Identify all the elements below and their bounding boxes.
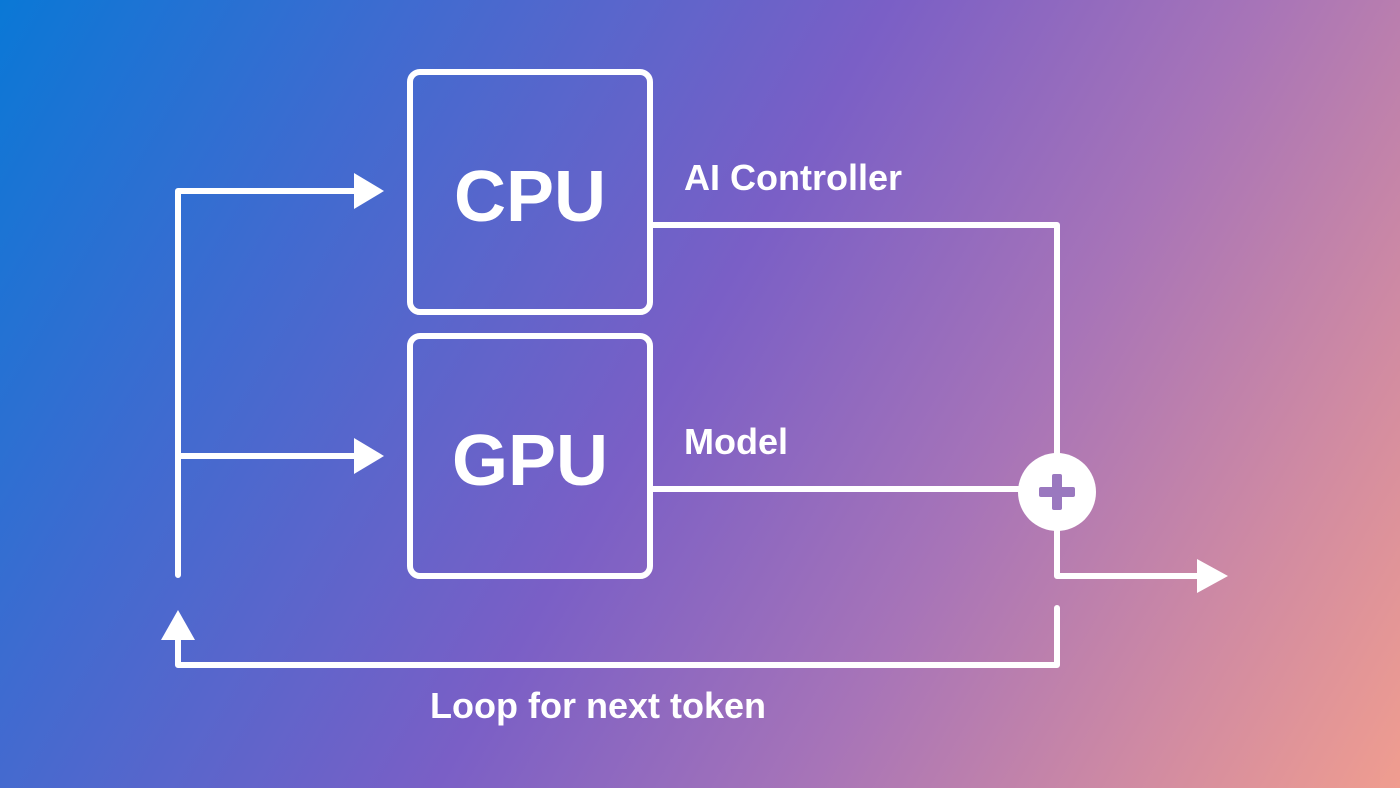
loop-label: Loop for next token [430,685,766,726]
model-label: Model [684,421,788,462]
gpu-label: GPU [451,421,609,501]
cpu-output-line [649,222,1060,461]
plus-icon [1018,453,1096,531]
gpu-block [407,333,653,579]
arrow-loop-up-icon [161,610,195,640]
arrow-to-cpu-icon [354,173,384,209]
cpu-label: CPU [453,157,606,237]
input-bus-line [175,188,359,578]
loop-back-line [175,605,1060,668]
arrow-to-gpu-icon [354,438,384,474]
cpu-block [407,69,653,315]
output-line [1054,527,1203,579]
arrow-output-icon [1197,559,1228,593]
ai-controller-label: AI Controller [684,157,903,198]
